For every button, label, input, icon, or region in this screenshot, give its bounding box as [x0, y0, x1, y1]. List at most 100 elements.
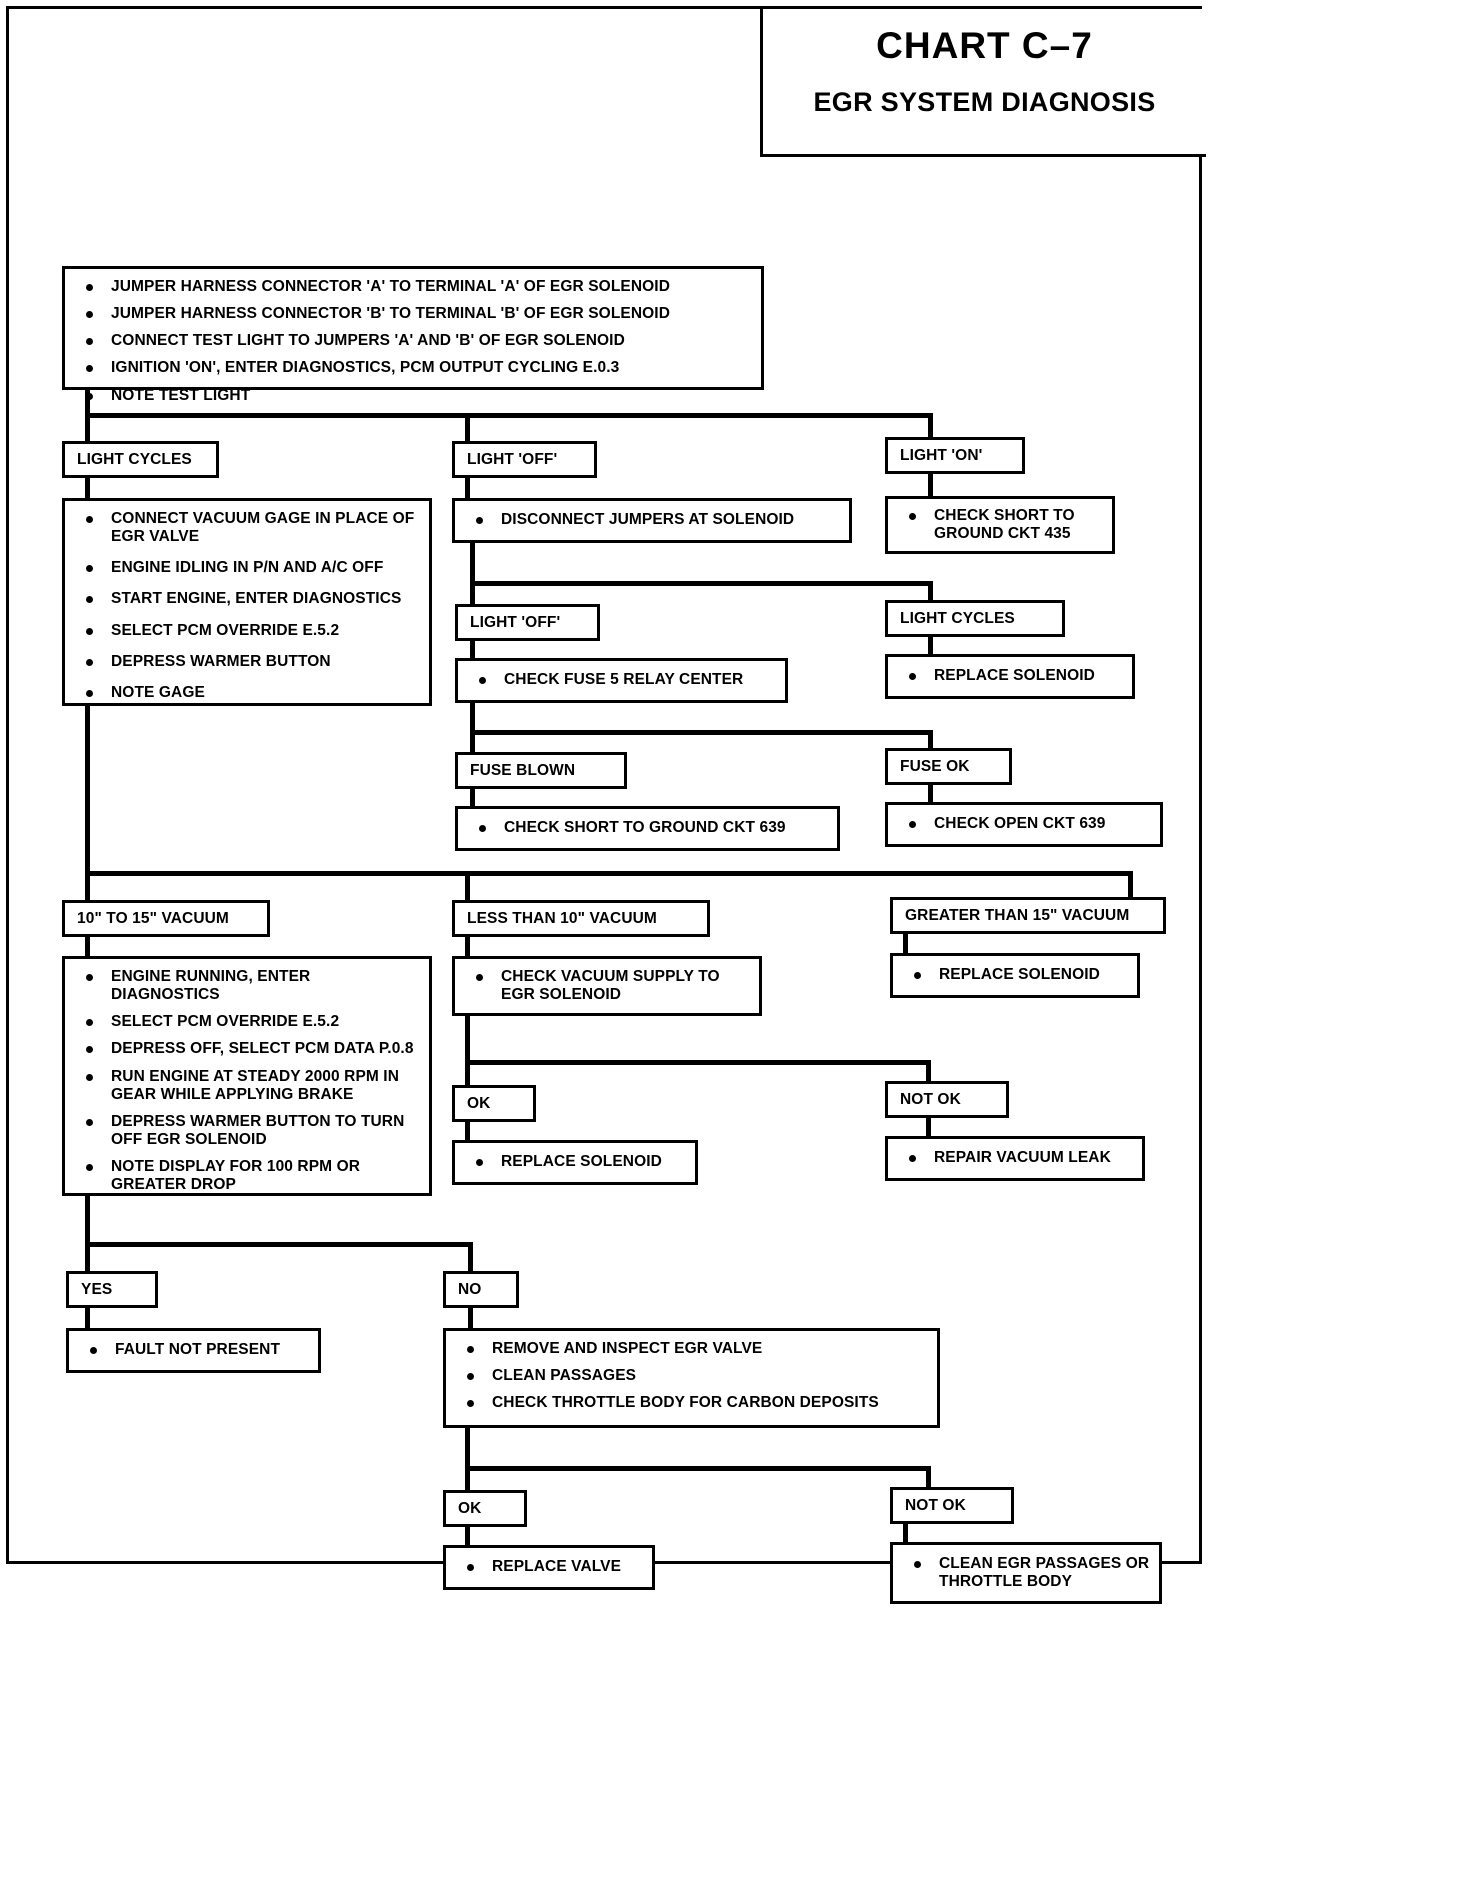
connector: [470, 639, 475, 660]
connector: [465, 1466, 931, 1471]
remove-inspect-list: REMOVE AND INSPECT EGR VALVE CLEAN PASSA…: [446, 1331, 937, 1421]
node-light-cycles-2[interactable]: LIGHT CYCLES: [885, 600, 1065, 637]
replace-solenoid-1-list: REPLACE SOLENOID: [888, 657, 1132, 696]
list-item: REMOVE AND INSPECT EGR VALVE: [456, 1340, 929, 1358]
connector: [85, 1242, 90, 1274]
node-clean-egr-passages[interactable]: CLEAN EGR PASSAGES OR THROTTLE BODY: [890, 1542, 1162, 1604]
node-light-off-2[interactable]: LIGHT 'OFF': [455, 604, 600, 641]
list-item: IGNITION 'ON', ENTER DIAGNOSTICS, PCM OU…: [75, 359, 753, 377]
connector: [85, 476, 90, 500]
list-item: RUN ENGINE AT STEADY 2000 RPM IN GEAR WH…: [75, 1068, 421, 1104]
node-vac-less-10[interactable]: LESS THAN 10" VACUUM: [452, 900, 710, 937]
list-item: DEPRESS OFF, SELECT PCM DATA P.0.8: [75, 1040, 421, 1058]
connector: [468, 1242, 473, 1274]
node-remove-inspect[interactable]: REMOVE AND INSPECT EGR VALVE CLEAN PASSA…: [443, 1328, 940, 1428]
list-item: DEPRESS WARMER BUTTON TO TURN OFF EGR SO…: [75, 1113, 421, 1149]
connector: [470, 541, 475, 585]
node-vac-greater-15[interactable]: GREATER THAN 15" VACUUM: [890, 897, 1166, 934]
connector: [465, 1120, 470, 1142]
connector: [928, 581, 933, 607]
connector: [465, 413, 470, 443]
chart-title: EGR SYSTEM DIAGNOSIS: [813, 87, 1156, 117]
node-yes[interactable]: YES: [66, 1271, 158, 1308]
node-fault-not-present[interactable]: FAULT NOT PRESENT: [66, 1328, 321, 1373]
node-no[interactable]: NO: [443, 1271, 519, 1308]
node-fuse-blown[interactable]: FUSE BLOWN: [455, 752, 627, 789]
connector: [465, 935, 470, 958]
node-disconnect-jumpers[interactable]: DISCONNECT JUMPERS AT SOLENOID: [452, 498, 852, 543]
replace-solenoid-3-list: REPLACE SOLENOID: [455, 1143, 695, 1182]
connector: [465, 1060, 470, 1088]
connector: [85, 871, 90, 902]
node-label: FUSE BLOWN: [470, 761, 576, 779]
node-vacuum-gage-steps[interactable]: CONNECT VACUUM GAGE IN PLACE OF EGR VALV…: [62, 498, 432, 706]
clean-egr-passages-list: CLEAN EGR PASSAGES OR THROTTLE BODY: [893, 1545, 1159, 1601]
connector: [85, 704, 90, 876]
node-replace-solenoid-1[interactable]: REPLACE SOLENOID: [885, 654, 1135, 699]
check-fuse-5-list: CHECK FUSE 5 RELAY CENTER: [458, 661, 785, 700]
node-label: LIGHT 'OFF': [470, 613, 561, 631]
node-replace-valve[interactable]: REPLACE VALVE: [443, 1545, 655, 1590]
node-repair-vacuum-leak[interactable]: REPAIR VACUUM LEAK: [885, 1136, 1145, 1181]
list-item: CLEAN PASSAGES: [456, 1367, 929, 1385]
node-check-short-639[interactable]: CHECK SHORT TO GROUND CKT 639: [455, 806, 840, 851]
connector: [85, 1242, 473, 1247]
list-item: REPLACE SOLENOID: [898, 667, 1095, 685]
node-check-open-639[interactable]: CHECK OPEN CKT 639: [885, 802, 1163, 847]
connector: [903, 1522, 908, 1544]
list-item: CHECK FUSE 5 RELAY CENTER: [468, 671, 743, 689]
connector: [85, 413, 933, 418]
node-not-ok-2[interactable]: NOT OK: [890, 1487, 1014, 1524]
node-light-off[interactable]: LIGHT 'OFF': [452, 441, 597, 478]
list-item: NOTE GAGE: [75, 684, 421, 702]
list-item: START ENGINE, ENTER DIAGNOSTICS: [75, 590, 421, 608]
node-fuse-ok[interactable]: FUSE OK: [885, 748, 1012, 785]
list-item: CHECK SHORT TO GROUND CKT 435: [898, 507, 1104, 543]
node-check-short-435[interactable]: CHECK SHORT TO GROUND CKT 435: [885, 496, 1115, 554]
node-replace-solenoid-2[interactable]: REPLACE SOLENOID: [890, 953, 1140, 998]
list-item: NOTE DISPLAY FOR 100 RPM OR GREATER DROP: [75, 1158, 421, 1194]
check-vacuum-supply-list: CHECK VACUUM SUPPLY TO EGR SOLENOID: [455, 959, 759, 1013]
list-item: REPLACE SOLENOID: [903, 966, 1100, 984]
node-not-ok-1[interactable]: NOT OK: [885, 1081, 1009, 1118]
node-check-fuse-5[interactable]: CHECK FUSE 5 RELAY CENTER: [455, 658, 788, 703]
check-open-639-list: CHECK OPEN CKT 639: [888, 805, 1160, 844]
check-short-639-list: CHECK SHORT TO GROUND CKT 639: [458, 809, 837, 848]
node-check-vacuum-supply[interactable]: CHECK VACUUM SUPPLY TO EGR SOLENOID: [452, 956, 762, 1016]
connector: [470, 730, 475, 755]
list-item: CHECK OPEN CKT 639: [898, 815, 1105, 833]
node-label: GREATER THAN 15" VACUUM: [905, 906, 1130, 924]
node-ok-1[interactable]: OK: [452, 1085, 536, 1122]
node-label: YES: [81, 1280, 113, 1298]
node-label: LESS THAN 10" VACUUM: [467, 909, 657, 927]
node-light-cycles[interactable]: LIGHT CYCLES: [62, 441, 219, 478]
node-label: LIGHT 'OFF': [467, 450, 558, 468]
node-label: FUSE OK: [900, 757, 970, 775]
connector: [85, 1306, 90, 1330]
connector: [468, 1306, 473, 1330]
connector: [465, 1426, 470, 1470]
chart-number: CHART C–7: [876, 25, 1093, 66]
connector: [903, 932, 908, 955]
node-engine-running-steps[interactable]: ENGINE RUNNING, ENTER DIAGNOSTICS SELECT…: [62, 956, 432, 1196]
list-item: SELECT PCM OVERRIDE E.5.2: [75, 622, 421, 640]
node-start[interactable]: JUMPER HARNESS CONNECTOR 'A' TO TERMINAL…: [62, 266, 764, 404]
list-item: CONNECT TEST LIGHT TO JUMPERS 'A' AND 'B…: [75, 332, 753, 350]
node-ok-2[interactable]: OK: [443, 1490, 527, 1527]
connector: [926, 1116, 931, 1138]
start-steps-list: JUMPER HARNESS CONNECTOR 'A' TO TERMINAL…: [65, 269, 761, 414]
repair-vacuum-leak-list: REPAIR VACUUM LEAK: [888, 1139, 1142, 1178]
connector: [928, 635, 933, 656]
connector: [85, 1194, 90, 1247]
node-label: NOT OK: [905, 1496, 966, 1514]
connector: [465, 476, 470, 500]
connector: [465, 1060, 931, 1065]
node-label: NOT OK: [900, 1090, 961, 1108]
engine-running-steps-list: ENGINE RUNNING, ENTER DIAGNOSTICS SELECT…: [65, 959, 429, 1203]
node-replace-solenoid-3[interactable]: REPLACE SOLENOID: [452, 1140, 698, 1185]
node-light-on[interactable]: LIGHT 'ON': [885, 437, 1025, 474]
node-vac-10-15[interactable]: 10" TO 15" VACUUM: [62, 900, 270, 937]
list-item: DISCONNECT JUMPERS AT SOLENOID: [465, 511, 794, 529]
check-short-435-list: CHECK SHORT TO GROUND CKT 435: [888, 499, 1112, 551]
